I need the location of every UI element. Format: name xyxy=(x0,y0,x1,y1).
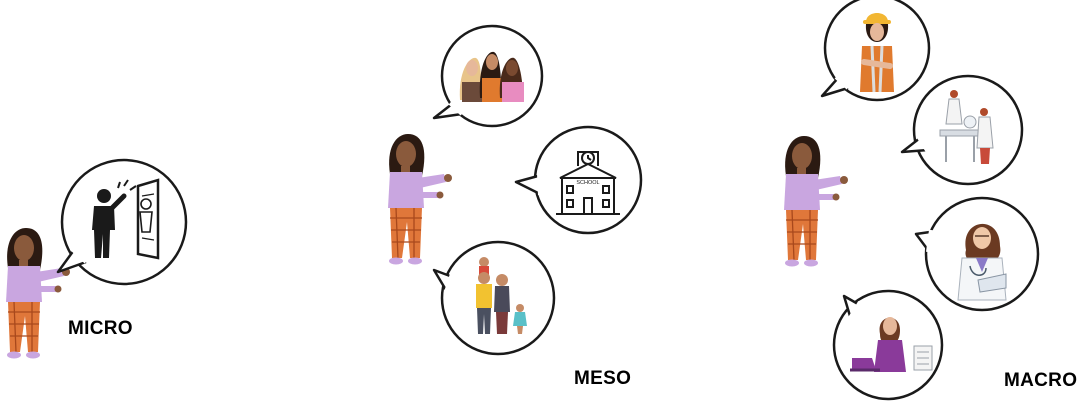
meso-bubble-family xyxy=(432,240,556,356)
macro-bubble-doctor xyxy=(914,196,1040,312)
school-icon: SCHOOL xyxy=(556,151,620,215)
macro-bubble-construction xyxy=(820,0,931,102)
micro-bubble xyxy=(56,158,188,286)
meso-bubble-friends xyxy=(432,24,544,128)
micro-group: MICRO xyxy=(5,158,188,360)
meso-bubble-school: SCHOOL xyxy=(514,125,643,235)
macro-group: MACRO xyxy=(783,0,1077,401)
speaker-woman-icon xyxy=(783,135,849,268)
macro-bubble-office xyxy=(832,289,944,401)
scientists-icon xyxy=(939,90,994,164)
high-five-icon xyxy=(92,178,160,260)
speaker-woman-icon xyxy=(5,227,71,360)
friends-group-icon xyxy=(459,51,524,102)
doctor-icon xyxy=(957,223,1007,301)
macro-bubble-scientists xyxy=(900,74,1024,186)
macro-label: MACRO xyxy=(1004,370,1077,391)
meso-group: SCHOOL MESO xyxy=(387,24,643,389)
speaker-woman-icon xyxy=(387,133,453,266)
construction-worker-icon xyxy=(860,13,894,93)
school-sign: SCHOOL xyxy=(576,180,599,186)
meso-label: MESO xyxy=(574,368,631,389)
micro-label: MICRO xyxy=(68,318,133,339)
family-icon xyxy=(476,257,527,334)
office-worker-icon xyxy=(850,317,933,372)
